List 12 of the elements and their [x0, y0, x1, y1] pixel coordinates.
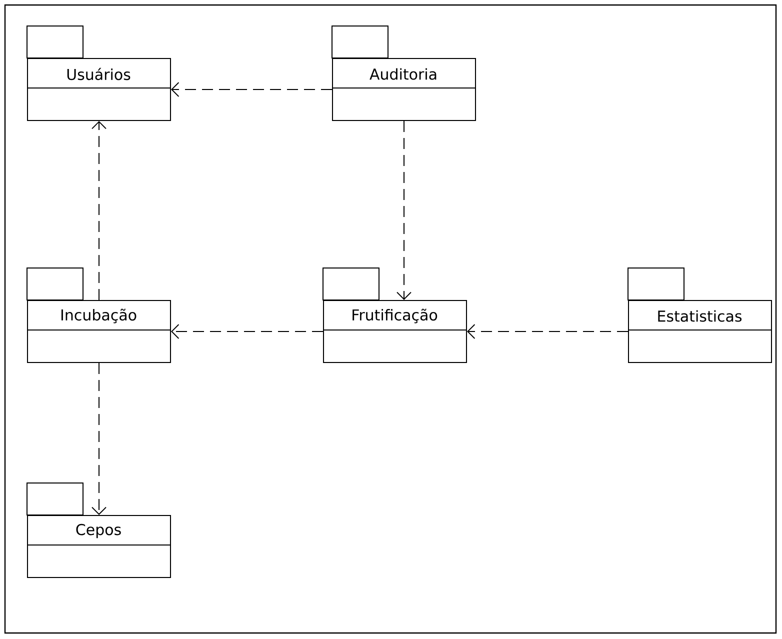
package-box: Estatisticas [628, 268, 772, 363]
dependency-arrow [171, 324, 324, 339]
package-box: Cepos [26, 482, 171, 578]
dependency-arrow [92, 362, 106, 515]
package-box: Frutificação [322, 268, 467, 363]
package-box: Auditoria [332, 26, 476, 121]
dependency-arrow [92, 121, 106, 300]
dependency-arrow [467, 324, 628, 339]
dependency-arrow [171, 82, 332, 97]
package-box: Incubação [26, 268, 171, 363]
package-box: Usuários [26, 26, 171, 121]
dependency-arrow [396, 120, 412, 300]
